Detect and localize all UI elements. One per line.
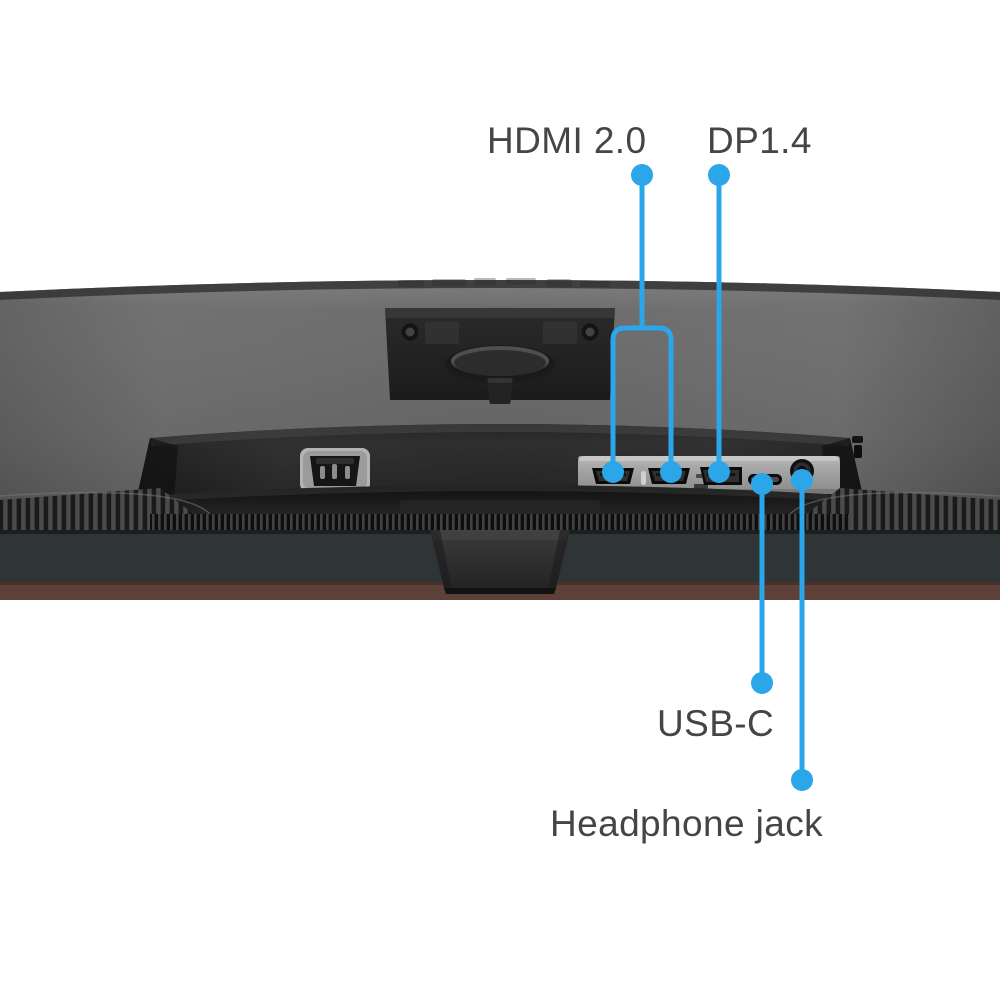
callout-dot-usbc xyxy=(751,672,773,694)
callout-dot-hdmi xyxy=(631,164,653,186)
vesa-mount-plate xyxy=(385,308,615,404)
monitor-rear-illustration xyxy=(0,278,1000,630)
callout-label-hdmi: HDMI 2.0 xyxy=(487,120,647,161)
kensington-lock-slot xyxy=(852,436,863,458)
callout-dot-headphone xyxy=(791,769,813,791)
hdmi-port-2 xyxy=(648,468,690,484)
callout-dot-dp xyxy=(708,164,730,186)
callout-label-dp: DP1.4 xyxy=(707,120,812,161)
displayport-port xyxy=(700,467,742,485)
headphone-jack-port xyxy=(790,459,814,483)
usb-c-port xyxy=(748,474,782,485)
ac-power-inlet xyxy=(300,448,370,498)
callout-label-headphone: Headphone jack xyxy=(550,803,824,844)
hdmi-port-1 xyxy=(592,468,634,484)
callout-label-usbc: USB-C xyxy=(657,703,775,744)
stand-base xyxy=(430,530,570,594)
